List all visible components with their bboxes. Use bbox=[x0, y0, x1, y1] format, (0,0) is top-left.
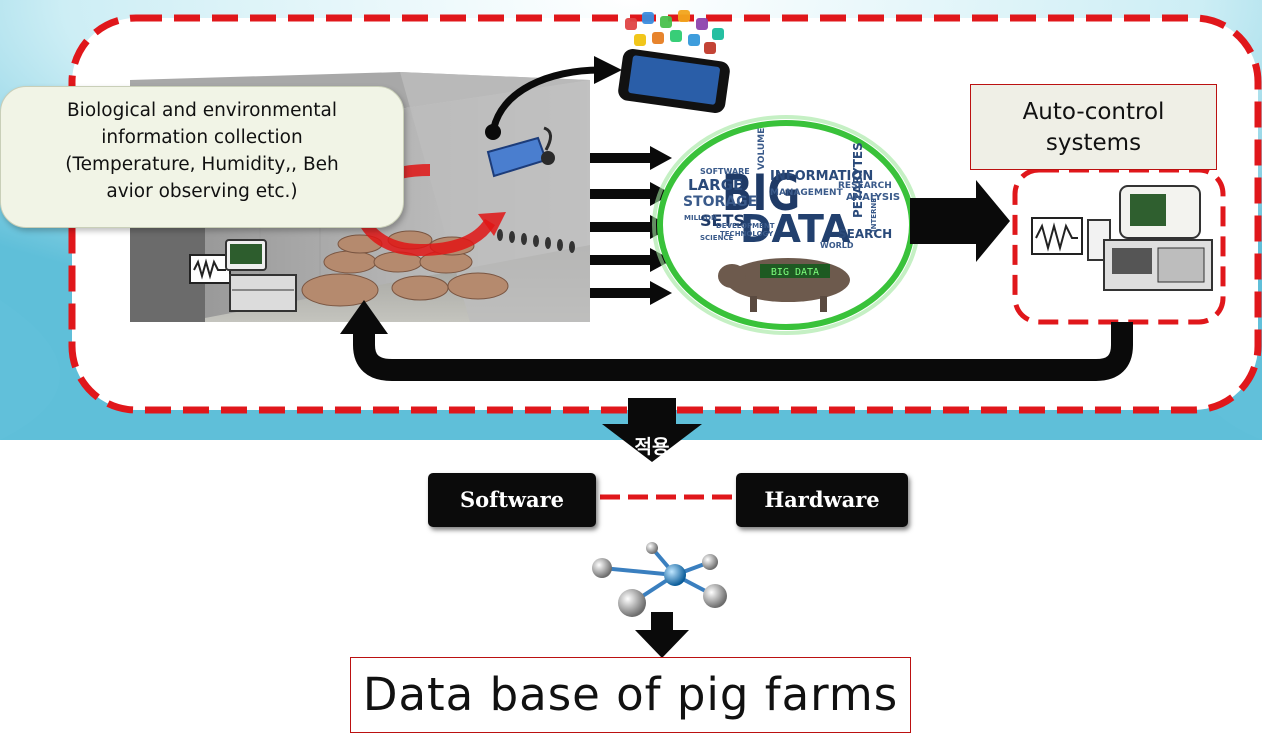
info-line-2: information collection bbox=[101, 127, 303, 148]
network-icon bbox=[592, 542, 727, 617]
auto-control-label: Auto-control systems bbox=[970, 84, 1217, 170]
info-line-3: (Temperature, Humidity,, Beh bbox=[65, 154, 339, 175]
cloud-word: BIG bbox=[722, 164, 800, 223]
cloud-word: SOFTWARE bbox=[700, 167, 750, 176]
software-button[interactable]: Software bbox=[428, 473, 596, 527]
camera-icon bbox=[486, 126, 555, 178]
cloud-word: SETS bbox=[700, 211, 745, 230]
cloud-word: MANAGEMENT bbox=[770, 188, 844, 198]
database-down-arrow bbox=[635, 612, 689, 658]
info-line-1: Biological and environmental bbox=[66, 100, 337, 121]
cloud-word: DEVELOPMENT bbox=[716, 222, 775, 230]
cloud-word: SCIENCE bbox=[700, 234, 734, 242]
cloud-word: LARGE bbox=[688, 176, 743, 194]
apply-label: 적용 bbox=[634, 436, 670, 458]
info-line-4: avior observing etc.) bbox=[106, 181, 298, 202]
cloud-word: SEARCH bbox=[838, 227, 892, 241]
feedback-loop-arrow bbox=[353, 322, 1133, 381]
cloud-word: MILLION bbox=[684, 214, 717, 222]
apply-down-arrow bbox=[602, 398, 702, 462]
data-collection-label: Biological and environmental information… bbox=[0, 86, 404, 228]
smartphone-icon bbox=[618, 10, 730, 113]
barn-to-phone-arrow bbox=[489, 66, 601, 133]
cloud-word: ANALYSIS bbox=[846, 192, 900, 203]
control-device-icon bbox=[1031, 185, 1213, 291]
cloud-word: STORAGE bbox=[683, 194, 757, 210]
cloud-word: VOLUME bbox=[757, 128, 767, 170]
monitoring-device-icon bbox=[189, 239, 297, 312]
cloud-word: WORLD bbox=[820, 241, 854, 250]
database-label: Data base of pig farms bbox=[350, 657, 911, 733]
app-icons bbox=[625, 10, 724, 54]
hardware-button[interactable]: Hardware bbox=[736, 473, 908, 527]
cloud-word: TECHNOLOGY bbox=[720, 230, 774, 238]
auto-control-line-1: Auto-control bbox=[1022, 99, 1165, 125]
cloud-word: INTERNET bbox=[870, 193, 878, 232]
pig-herd bbox=[301, 230, 509, 307]
cloud-to-control-arrow bbox=[910, 180, 1010, 262]
cloud-word: PETABYTES bbox=[851, 142, 865, 218]
cloud-word: DATA bbox=[740, 207, 851, 251]
auto-control-line-2: systems bbox=[1045, 130, 1142, 156]
cloud-word: INFORMATION bbox=[770, 169, 873, 184]
big-data-pig-icon: BIG DATA bbox=[718, 258, 850, 312]
cloud-word: RESEARCH bbox=[838, 181, 892, 191]
pig-tag-label: BIG DATA bbox=[771, 267, 819, 278]
